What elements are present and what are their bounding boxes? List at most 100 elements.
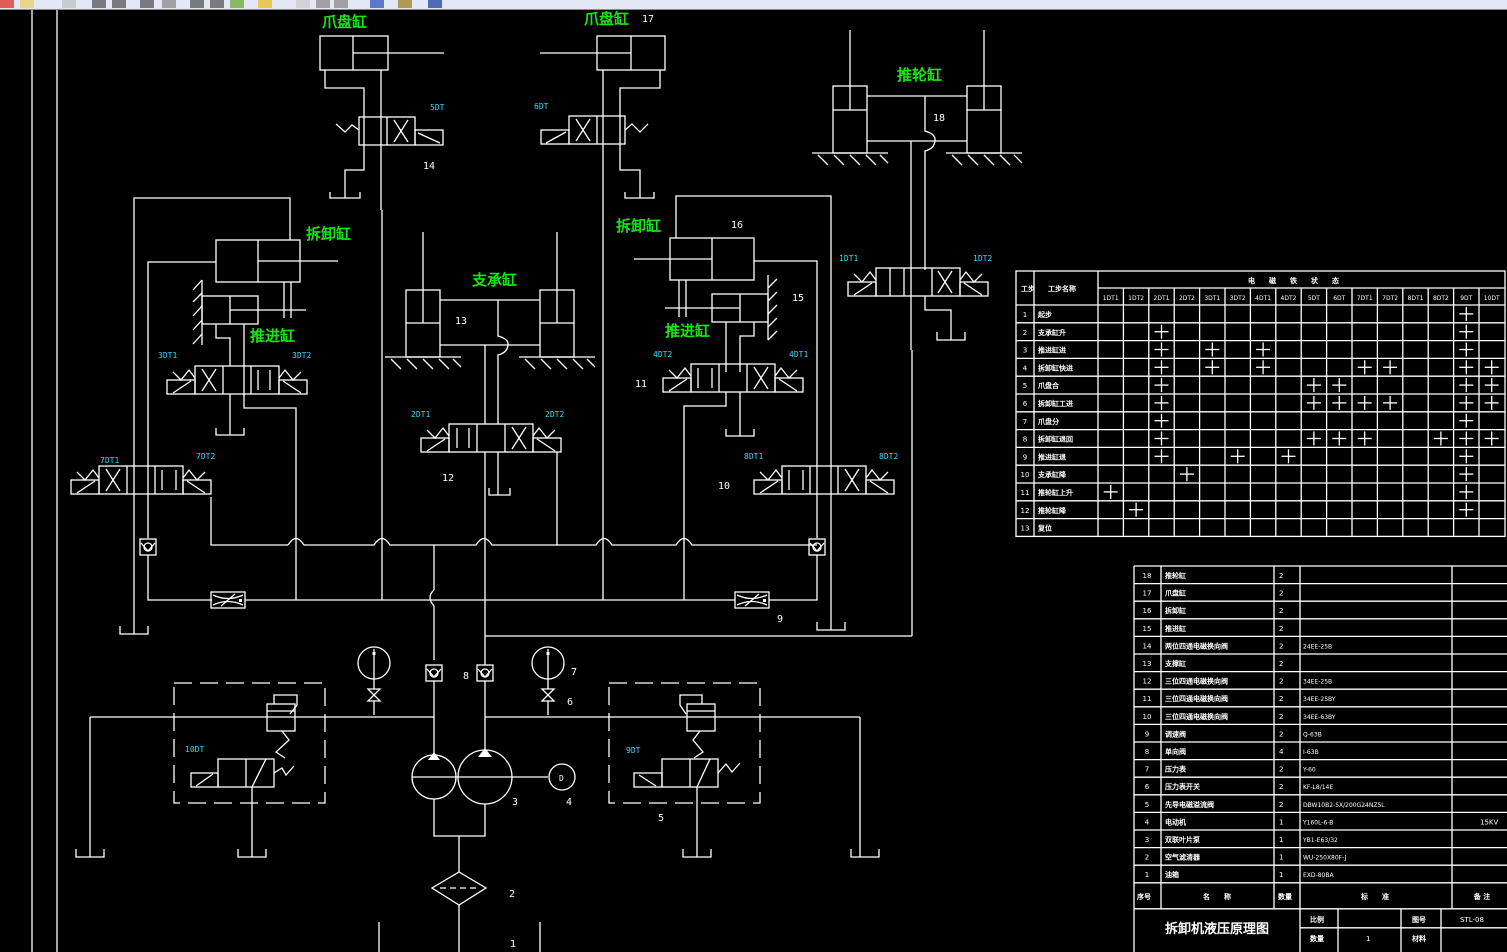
energized-mark: [1357, 395, 1372, 410]
part-qty: 1: [1279, 836, 1283, 844]
open-icon[interactable]: [20, 0, 34, 8]
polyline-tool-icon[interactable]: [112, 0, 126, 8]
part-no-13: 13: [455, 316, 467, 327]
drawing-canvas[interactable]: 爪盘缸 爪盘缸 推轮缸 拆卸缸 拆卸缸 支承缸 推进缸 推进缸 5DT 6DT …: [0, 10, 1507, 952]
label-2dt1: 2DT1: [411, 410, 430, 419]
flow-control-left: [210, 591, 246, 609]
part-no-2: 2: [509, 889, 515, 900]
valve-10-left[interactable]: [70, 465, 212, 635]
part-number: 11: [1143, 695, 1152, 703]
energized-mark: [1306, 431, 1321, 446]
step-number: 12: [1021, 507, 1030, 515]
part-qty: 2: [1279, 642, 1283, 650]
label-3dt1: 3DT1: [158, 351, 177, 360]
push-cylinder-left[interactable]: [192, 279, 306, 396]
pressure-gauge-left: [357, 646, 391, 716]
column-header: 9DT: [1460, 295, 1472, 302]
label-8dt2: 8DT2: [879, 452, 898, 461]
check-valve-right: [808, 538, 826, 556]
relief-valve-right[interactable]: [608, 682, 761, 858]
step-name: 推进缸进: [1038, 346, 1066, 355]
support-cylinder[interactable]: [384, 232, 596, 424]
zoom-out-icon[interactable]: [210, 0, 224, 8]
part-name: 推进缸: [1165, 624, 1186, 633]
push-wheel-cylinder[interactable]: [811, 30, 1023, 350]
help-icon[interactable]: [428, 0, 442, 8]
energized-mark: [1129, 502, 1144, 517]
zoom-in-icon[interactable]: [190, 0, 204, 8]
valve-10-right[interactable]: [753, 465, 895, 631]
label-10dt: 10DT: [185, 745, 204, 754]
step-name: 支承缸升: [1037, 328, 1066, 337]
lasso-icon[interactable]: [162, 0, 176, 8]
part-number: 3: [1145, 836, 1149, 844]
relief-valve-left[interactable]: [173, 682, 326, 858]
color-icon[interactable]: [0, 0, 14, 8]
part-no-4: 4: [566, 797, 572, 808]
print-icon[interactable]: [62, 0, 76, 8]
energized-mark: [1383, 360, 1398, 375]
book-icon[interactable]: [370, 0, 384, 8]
group-header: 电磁铁状态: [1248, 276, 1353, 285]
part-qty: 2: [1279, 730, 1283, 738]
electric-motor[interactable]: [548, 763, 576, 791]
part-spec: DBW10B2-5X/200G24NZ5L: [1303, 802, 1385, 809]
label-dismantle-cylinder-left: 拆卸缸: [306, 225, 351, 243]
part-qty: 1: [1279, 854, 1283, 862]
valve-14-right[interactable]: [540, 115, 655, 199]
compare-icon[interactable]: [334, 0, 348, 8]
energized-mark: [1179, 467, 1194, 482]
valve-12[interactable]: [420, 423, 562, 640]
double-vane-pump[interactable]: [411, 748, 548, 872]
dismantle-cylinder-right[interactable]: [634, 195, 832, 630]
part-no-17: 17: [642, 14, 654, 25]
part-number: 15: [1143, 625, 1152, 633]
part-name: 先导电磁溢流阀: [1165, 800, 1214, 809]
check-valve-8b: [476, 664, 494, 682]
part-name: 调速阀: [1165, 729, 1186, 738]
part-qty: 1: [1279, 818, 1283, 826]
label-5dt: 5DT: [430, 103, 445, 112]
column-header: 1DT2: [1128, 295, 1144, 302]
step-name: 爪盘分: [1038, 417, 1059, 426]
qty-label: 数量: [1310, 934, 1324, 943]
valve-14-left[interactable]: [329, 116, 444, 199]
oil-tank[interactable]: [378, 922, 541, 952]
part-name: 压力表开关: [1165, 782, 1200, 791]
save-icon[interactable]: [398, 0, 412, 8]
step-name: 支承缸降: [1037, 470, 1067, 479]
material-label: 材料: [1411, 934, 1426, 943]
highlight-icon[interactable]: [258, 0, 272, 8]
dismantle-cylinder-left[interactable]: [133, 197, 338, 634]
part-no-16: 16: [731, 220, 743, 231]
energized-mark: [1433, 431, 1448, 446]
valve-11-right[interactable]: [662, 363, 804, 600]
energized-mark: [1205, 360, 1220, 375]
layout-icon[interactable]: [316, 0, 330, 8]
energized-mark: [1154, 324, 1169, 339]
part-name: 单向阀: [1165, 747, 1186, 756]
step-name: 推轮缸上升: [1038, 488, 1073, 497]
energized-mark: [1154, 378, 1169, 393]
part-name: 支撑缸: [1164, 659, 1186, 668]
select-tool-icon[interactable]: [140, 0, 154, 8]
label-4dt2: 4DT2: [653, 350, 672, 359]
claw-cylinder-left[interactable]: [319, 35, 444, 210]
claw-cylinder-right[interactable]: [540, 35, 666, 210]
air-filter[interactable]: [430, 871, 488, 952]
energized-mark: [1103, 484, 1118, 499]
page-icon[interactable]: [296, 0, 310, 8]
valve-11-left[interactable]: [166, 365, 308, 600]
column-header: 5DT: [1308, 295, 1320, 302]
valve-1[interactable]: [847, 267, 989, 341]
pan-icon[interactable]: [230, 0, 244, 8]
step-name: 爪盘合: [1038, 381, 1060, 390]
part-spec: 24EE-25B: [1303, 643, 1332, 650]
part-no-10: 10: [718, 481, 730, 492]
line-tool-icon[interactable]: [92, 0, 106, 8]
